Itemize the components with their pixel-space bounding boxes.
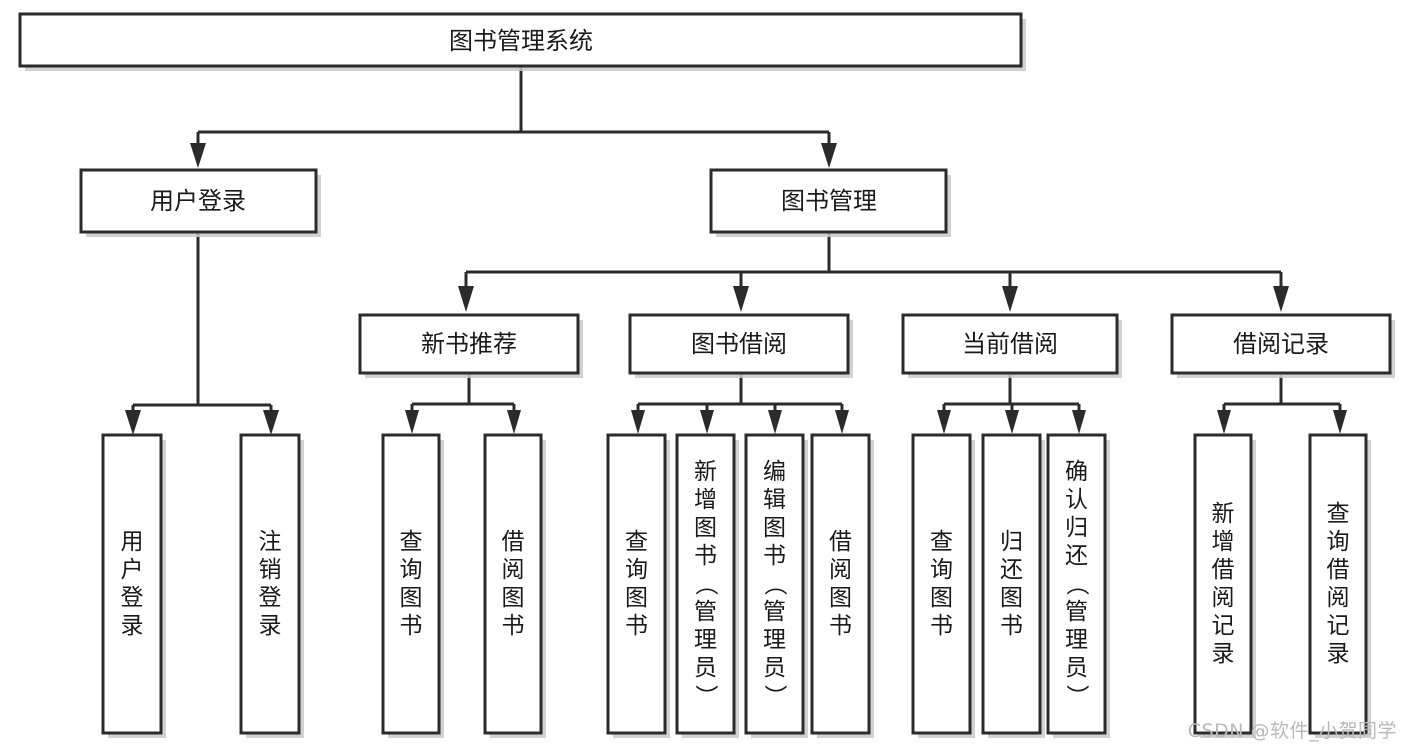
arrow-records-to-leaf13 (1333, 410, 1347, 434)
node-login-box[interactable] (79, 168, 318, 234)
arrow-records-to-leaf12 (1217, 410, 1231, 434)
arrow-root-to-login (190, 143, 206, 168)
node-borrow[interactable]: 图书借阅 (628, 313, 853, 378)
node-leaf4-box[interactable] (483, 433, 543, 735)
node-leaf2-box[interactable] (239, 433, 301, 735)
leaf-node-layer (101, 433, 1371, 738)
arrow-login-to-leaf2 (263, 410, 279, 435)
node-current-box[interactable] (901, 313, 1119, 375)
node-borrow-box[interactable] (628, 313, 850, 375)
node-leaf6-box[interactable] (675, 433, 736, 735)
node-leaf9-box[interactable] (911, 433, 972, 735)
arrow-bookmgmt-to-records (1273, 286, 1289, 312)
node-leaf11-box[interactable] (1046, 433, 1107, 735)
node-bookmgmt-box[interactable] (709, 168, 948, 234)
node-current-label: 当前借阅 (962, 330, 1058, 358)
node-leaf8-box[interactable] (810, 433, 871, 735)
node-login[interactable]: 用户登录 (79, 168, 321, 237)
arrow-root-to-bookmgmt (821, 143, 837, 168)
edge-layer (125, 66, 1347, 435)
node-borrow-label: 图书借阅 (691, 330, 787, 358)
arrow-current-to-leaf9 (937, 410, 951, 434)
node-layer: 图书管理系统 用户登录 图书管理 新书推荐 (18, 12, 1395, 738)
node-current[interactable]: 当前借阅 (901, 313, 1122, 378)
node-root-label: 图书管理系统 (449, 27, 593, 55)
arrow-bookmgmt-to-borrow (733, 286, 749, 312)
node-bookmgmt[interactable]: 图书管理 (709, 168, 951, 237)
arrow-borrow-to-leaf8 (835, 410, 849, 434)
arrow-borrow-to-leaf6 (700, 410, 714, 434)
arrow-borrow-to-leaf5 (631, 410, 645, 434)
node-records-label: 借阅记录 (1233, 330, 1329, 358)
node-root-box[interactable] (18, 12, 1023, 68)
node-leaf7-box[interactable] (744, 433, 805, 735)
node-leaf3-box[interactable] (381, 433, 441, 735)
node-root[interactable]: 图书管理系统 (18, 12, 1026, 71)
arrow-newbook-to-leaf3 (405, 410, 419, 434)
arrow-newbook-to-leaf4 (507, 410, 521, 434)
arrow-borrow-to-leaf7 (768, 410, 782, 434)
node-leaf5-box[interactable] (606, 433, 667, 735)
node-login-label: 用户登录 (150, 187, 246, 215)
arrow-bookmgmt-to-current (1002, 286, 1018, 312)
node-records-box[interactable] (1170, 313, 1392, 375)
node-leaf12-box[interactable] (1193, 433, 1253, 735)
node-newbook-label: 新书推荐 (421, 330, 517, 358)
arrow-login-to-leaf1 (125, 410, 141, 435)
node-newbook[interactable]: 新书推荐 (358, 313, 583, 378)
arrow-current-to-leaf11 (1072, 410, 1086, 434)
node-leaf10-box[interactable] (981, 433, 1042, 735)
node-leaf13-box[interactable] (1308, 433, 1368, 735)
csdn-watermark: CSDN @软件_小贺同学 (1187, 720, 1397, 742)
node-newbook-box[interactable] (358, 313, 580, 375)
node-records[interactable]: 借阅记录 (1170, 313, 1395, 378)
arrow-current-to-leaf10 (1005, 410, 1019, 434)
node-bookmgmt-label: 图书管理 (781, 187, 877, 215)
arrow-bookmgmt-to-newbook (458, 286, 474, 312)
node-leaf1-box[interactable] (101, 433, 163, 735)
